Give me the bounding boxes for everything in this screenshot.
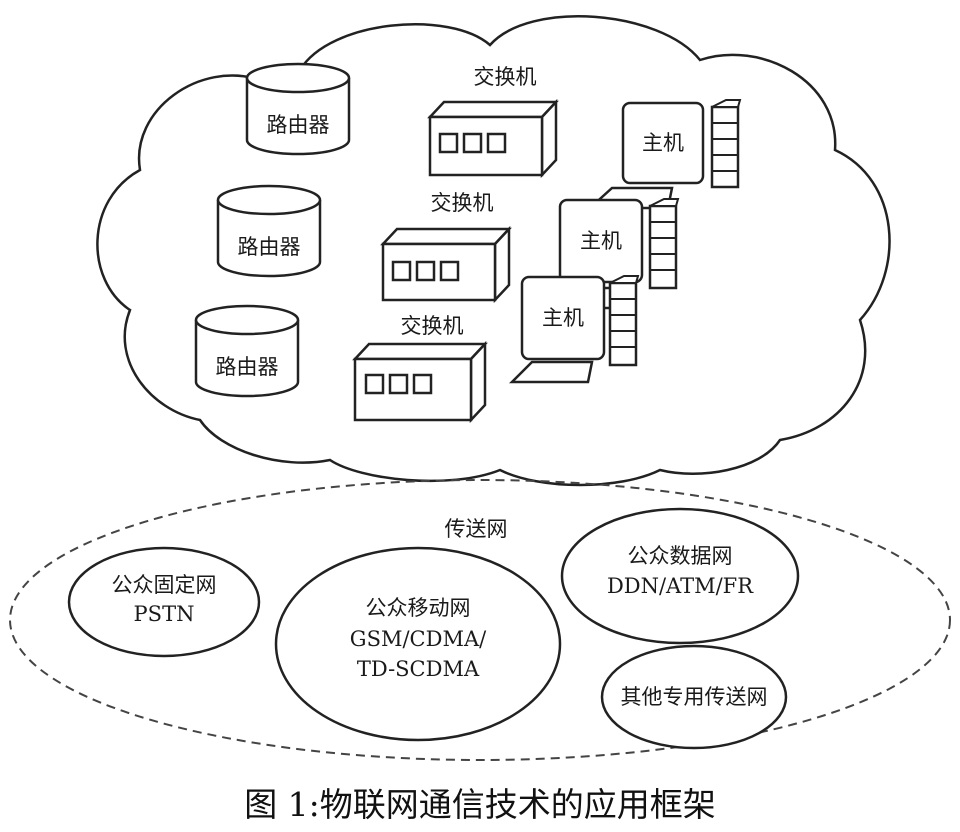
mobile-network: 公众移动网 GSM/CDMA/ TD-SCDMA <box>274 546 562 742</box>
data-network: 公众数据网 DDN/ATM/FR <box>560 507 800 645</box>
switch-1-label: 交换机 <box>474 65 537 89</box>
router-3: 路由器 <box>194 304 300 398</box>
router-2-label: 路由器 <box>238 235 301 259</box>
other-network-name: 其他专用传送网 <box>621 685 768 709</box>
mobile-name: 公众移动网 <box>366 596 471 620</box>
router-2: 路由器 <box>216 184 322 278</box>
switch-3-label: 交换机 <box>401 314 464 338</box>
data-network-code: DDN/ATM/FR <box>607 574 754 598</box>
router-1: 路由器 <box>245 62 351 156</box>
figure-caption: 图 1:物联网通信技术的应用框架 <box>244 785 716 824</box>
host-3: 主机 <box>508 275 640 384</box>
switch-3: 交换机 <box>352 314 488 424</box>
data-network-name: 公众数据网 <box>628 544 733 568</box>
pstn-name: 公众固定网 <box>112 573 217 597</box>
mobile-code-1: GSM/CDMA/ <box>350 627 487 651</box>
host-1-label: 主机 <box>642 131 684 155</box>
switch-1: 交换机 <box>427 65 559 179</box>
other-private-network: 其他专用传送网 <box>600 644 788 750</box>
transport-network-boundary <box>9 479 951 761</box>
core-network-cloud <box>96 15 891 487</box>
switch-2-label: 交换机 <box>431 191 494 215</box>
router-1-label: 路由器 <box>267 113 330 137</box>
switch-2: 交换机 <box>380 191 512 304</box>
host-3-label: 主机 <box>542 306 584 330</box>
host-2-label: 主机 <box>580 229 622 253</box>
router-3-label: 路由器 <box>216 355 279 379</box>
host-1: 主机 <box>586 99 742 210</box>
network-framework-diagram: 路由器 路由器 路由器 交换机 交换机 交换机 <box>9 15 951 761</box>
transport-network-title: 传送网 <box>445 517 508 541</box>
pstn-network: 公众固定网 PSTN <box>67 546 261 658</box>
mobile-code-2: TD-SCDMA <box>357 657 480 681</box>
pstn-code: PSTN <box>134 602 195 626</box>
